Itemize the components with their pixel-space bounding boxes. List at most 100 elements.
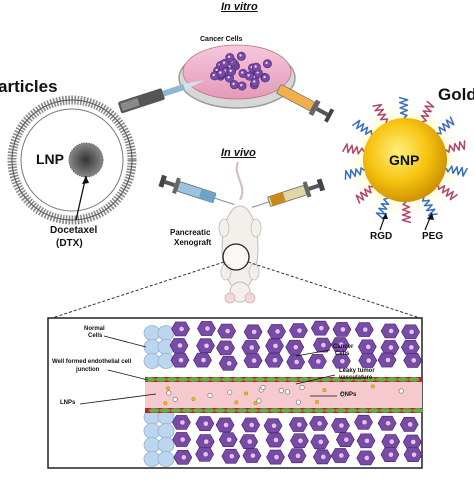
tumor-cell-nucleus xyxy=(292,344,299,350)
tumor-cell-nucleus xyxy=(181,454,187,461)
gnp-dot xyxy=(166,386,170,391)
lnp-dot xyxy=(299,385,305,391)
dish-cancer-cell-cluster xyxy=(210,51,272,91)
docetaxel-label: Docetaxel xyxy=(50,225,98,236)
gnp-dot xyxy=(234,400,239,405)
tumor-cell-nucleus xyxy=(223,422,229,428)
inset-junction-label-2: junction xyxy=(76,367,100,373)
peg-chain xyxy=(372,103,389,123)
dish-cancer-cells-label: Cancer Cells xyxy=(200,36,243,43)
tumor-cell-nucleus xyxy=(365,357,372,364)
endothelial-cell xyxy=(412,408,424,413)
lnp-dot xyxy=(256,398,262,404)
xenograft-label-line2: Xenograft xyxy=(174,238,212,247)
dish-cell-nucleus xyxy=(256,71,259,74)
gnp-ligand-chains xyxy=(342,96,468,224)
rgd-chain xyxy=(375,197,390,220)
dish-cell-nucleus xyxy=(253,80,256,83)
tumor-cell-nucleus xyxy=(246,438,253,445)
inset-lnps-label: LNPs xyxy=(60,400,76,406)
tumor-cell-nucleus xyxy=(202,451,209,458)
tumor-cell-nucleus xyxy=(229,453,235,460)
tumor-cell-nucleus xyxy=(338,341,344,348)
endothelial-cell xyxy=(159,408,171,413)
lnp-dot xyxy=(398,388,404,394)
tumor-cell-nucleus xyxy=(223,345,230,351)
tumor-cell-nucleus xyxy=(365,343,372,350)
rgd-chain xyxy=(398,96,409,119)
tumor-cell-nucleus xyxy=(296,421,303,428)
blue-syringe-icon xyxy=(158,174,235,206)
endothelial-cell xyxy=(368,408,380,413)
normal-cell xyxy=(157,423,175,439)
dish-cell-nucleus xyxy=(240,83,243,87)
normal-cell xyxy=(157,451,175,467)
tumor-cell-nucleus xyxy=(338,452,345,459)
orange-syringe-icon xyxy=(266,81,335,123)
endothelial-cell xyxy=(232,377,244,382)
peg-chain xyxy=(420,100,435,123)
tumor-cell-nucleus xyxy=(248,344,255,351)
tumor-cell-nucleus xyxy=(364,438,370,444)
endothelial-cell xyxy=(181,408,193,413)
inset-normal-cells-label-1: Normal xyxy=(84,326,105,332)
dish-cell-nucleus xyxy=(232,82,235,86)
tumor-cell-nucleus xyxy=(226,436,232,443)
dish-cell-nucleus xyxy=(265,61,268,65)
tumor-cell-nucleus xyxy=(297,437,304,444)
dish-cell-nucleus xyxy=(212,73,215,77)
endothelial-cell xyxy=(379,408,391,413)
endothelial-cell xyxy=(364,377,376,382)
gold-nanoparticle xyxy=(342,96,468,231)
endothelial-cell xyxy=(280,408,292,413)
lnp-dot xyxy=(295,399,301,405)
gnp-dot xyxy=(191,397,196,401)
endothelial-cell xyxy=(313,408,325,413)
tumor-cell-nucleus xyxy=(388,438,395,445)
normal-cell xyxy=(157,325,175,341)
lipid-nanoparticle xyxy=(7,95,137,225)
gnp-dot xyxy=(244,391,248,396)
endothelial-cell xyxy=(291,408,303,413)
normal-cells xyxy=(143,325,175,467)
endothelial-cell xyxy=(155,377,167,382)
lnp-dot xyxy=(166,390,172,396)
dish-cell-nucleus xyxy=(247,74,250,77)
endothelial-cell xyxy=(247,408,259,413)
tumor-cell-nucleus xyxy=(339,358,346,364)
endothelial-cell xyxy=(357,408,369,413)
rgd-label: RGD xyxy=(370,231,393,242)
peg-chain xyxy=(445,140,466,153)
endothelial-cell xyxy=(258,408,270,413)
inset-cancer-cells-label-1: Cancer xyxy=(333,344,354,350)
nanoparticles-heading-cut: articles xyxy=(0,77,58,96)
tumor-cell-nucleus xyxy=(295,452,301,459)
peg-chain xyxy=(355,185,373,204)
endothelial-cell xyxy=(243,377,255,382)
dish-cell-nucleus xyxy=(263,75,266,79)
tumor-cell-nucleus xyxy=(179,419,186,426)
tumor-cell-nucleus xyxy=(388,328,394,334)
tumor-cell-nucleus xyxy=(248,422,255,428)
tumor-cell-nucleus xyxy=(274,328,281,335)
tumor-cell-nucleus xyxy=(410,439,417,445)
endothelial-cell xyxy=(298,377,310,382)
endothelial-cell xyxy=(221,377,233,382)
endothelial-cell xyxy=(276,377,288,382)
endothelial-cell xyxy=(192,408,204,413)
gold-heading-cut: Gold xyxy=(438,85,474,104)
endothelial-cell xyxy=(386,377,398,382)
endothelial-cell xyxy=(331,377,343,382)
tumor-cell-nucleus xyxy=(316,420,323,427)
tumor-cell-nucleus xyxy=(388,451,394,458)
peg-chain xyxy=(401,201,412,224)
dish-cell-nucleus xyxy=(229,69,232,72)
tumor-cell-nucleus xyxy=(204,325,211,332)
tumor-cell-nucleus xyxy=(362,326,369,333)
lnp-dot xyxy=(207,392,213,398)
peg-chain xyxy=(342,143,365,155)
lnp-dot xyxy=(172,396,178,402)
tumor-cell-nucleus xyxy=(272,357,278,364)
tumor-cell-nucleus xyxy=(203,420,209,427)
